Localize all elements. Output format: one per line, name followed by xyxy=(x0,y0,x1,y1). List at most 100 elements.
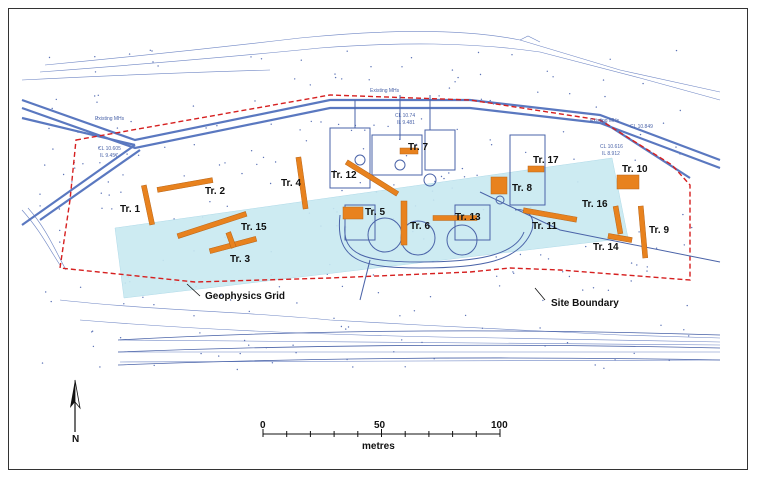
spot-height-point xyxy=(547,258,550,260)
spot-height-point xyxy=(513,272,515,274)
trenches xyxy=(141,147,649,259)
spot-height-point xyxy=(59,241,61,243)
spot-height-point xyxy=(44,164,46,166)
spot-height-point xyxy=(130,120,132,123)
spot-height-point xyxy=(99,366,101,368)
spot-height-point xyxy=(350,129,353,132)
spot-height-point xyxy=(52,148,54,150)
spot-height-point xyxy=(552,76,554,78)
spot-height-point xyxy=(157,65,159,67)
spot-height-point xyxy=(334,73,336,75)
spot-height-point xyxy=(372,274,375,276)
spot-height-point xyxy=(655,247,658,249)
spot-height-point xyxy=(496,275,498,277)
spot-height-point xyxy=(639,133,642,136)
spot-height-point xyxy=(448,172,450,174)
spot-height-point xyxy=(345,328,347,330)
existing-mhs-label-3: Existing MHs xyxy=(590,118,620,124)
spot-height-point xyxy=(296,302,298,304)
spot-height-point xyxy=(153,364,155,367)
spot-height-point xyxy=(94,95,96,97)
spot-height-point xyxy=(250,150,253,152)
spot-height-point xyxy=(519,253,522,256)
tr3-label: Tr. 3 xyxy=(230,254,250,265)
spot-height-point xyxy=(200,352,202,355)
spot-height-point xyxy=(675,146,677,148)
trench-12-mark xyxy=(344,159,400,197)
spot-height-point xyxy=(236,368,238,371)
spot-height-point xyxy=(614,359,616,361)
spot-height-point xyxy=(116,127,119,129)
spot-height-point xyxy=(511,54,513,56)
trench-11-mark xyxy=(522,207,578,223)
spot-height-point xyxy=(265,347,267,349)
spot-height-point xyxy=(421,341,423,344)
spot-height-point xyxy=(562,271,564,273)
spot-height-point xyxy=(489,99,491,102)
spot-height-point xyxy=(420,118,423,120)
tr14-label: Tr. 14 xyxy=(593,242,619,253)
tr8-label: Tr. 8 xyxy=(512,183,532,194)
tr13-label: Tr. 13 xyxy=(455,212,481,223)
spot-height-point xyxy=(660,324,662,326)
trench-9-mark xyxy=(637,205,649,259)
spot-height-point xyxy=(58,208,61,210)
spot-height-point xyxy=(683,329,685,331)
spot-height-point xyxy=(415,143,417,146)
spot-height-point xyxy=(300,59,302,61)
spot-height-point xyxy=(51,107,53,110)
spot-height-point xyxy=(393,184,395,186)
scale-tick-100: 100 xyxy=(491,420,508,431)
spot-height-point xyxy=(254,100,256,102)
spot-height-point xyxy=(646,266,648,268)
spot-height-point xyxy=(101,207,103,209)
spot-height-point xyxy=(241,172,243,175)
tr2-label: Tr. 2 xyxy=(205,186,225,197)
spot-height-point xyxy=(122,174,124,176)
spot-height-point xyxy=(71,181,73,183)
spot-height-point xyxy=(373,124,375,126)
spot-height-point xyxy=(542,299,544,302)
trench-16-mark xyxy=(612,205,624,235)
spot-height-point xyxy=(443,177,445,180)
spot-height-point xyxy=(525,151,527,154)
spot-height-point xyxy=(320,121,322,123)
spot-height-point xyxy=(448,87,451,89)
spot-height-point xyxy=(461,167,464,170)
spot-height-point xyxy=(39,193,41,195)
spot-height-point xyxy=(582,289,584,291)
trench-1-mark xyxy=(141,184,155,226)
spot-height-point xyxy=(250,56,252,58)
spot-height-point xyxy=(226,205,228,207)
spot-height-point xyxy=(495,256,497,258)
trench-10-mark xyxy=(616,174,640,190)
spot-height-point xyxy=(686,304,688,307)
spot-height-point xyxy=(274,161,277,163)
spot-height-point xyxy=(333,317,335,319)
tr7-label: Tr. 7 xyxy=(408,142,428,153)
site-boundary-label: Site Boundary xyxy=(551,298,619,309)
spot-height-point xyxy=(218,164,221,166)
spot-height-point xyxy=(271,362,274,364)
spot-height-point xyxy=(595,106,597,108)
spot-height-point xyxy=(540,254,542,256)
spot-height-point xyxy=(603,367,605,369)
trench-17-mark xyxy=(527,165,545,173)
site-boundary-line xyxy=(59,94,691,283)
spot-height-point xyxy=(98,147,100,149)
spot-height-point xyxy=(292,344,294,346)
spot-height-point xyxy=(119,337,122,339)
trench-4-mark xyxy=(295,156,309,210)
spot-height-point xyxy=(476,174,478,176)
trench-6-mark xyxy=(400,200,408,246)
scale-unit: metres xyxy=(362,441,395,452)
spot-height-point xyxy=(193,144,195,146)
spot-height-point xyxy=(410,57,413,59)
spot-height-point xyxy=(48,127,50,130)
spot-height-point xyxy=(218,355,220,357)
spot-height-point xyxy=(340,325,343,328)
spot-height-point xyxy=(594,364,596,366)
spot-height-point xyxy=(429,296,432,298)
spot-height-point xyxy=(451,69,454,71)
spot-height-point xyxy=(401,66,403,68)
